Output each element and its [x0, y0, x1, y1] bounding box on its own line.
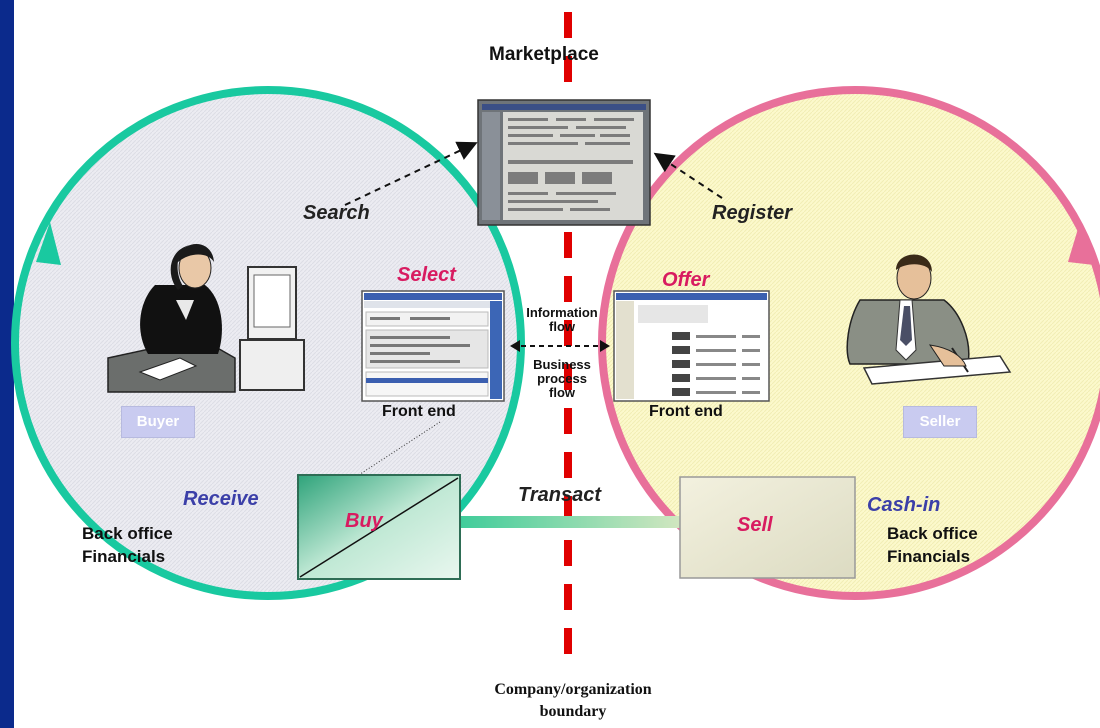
information-flow-arrowhead-right [600, 340, 610, 352]
receive-label: Receive [183, 488, 259, 510]
select-label: Select [397, 264, 456, 286]
seller-back-office-line-2: Financials [887, 547, 971, 566]
boundary-label-line-1: Company/organization [494, 681, 652, 698]
buy-box-diagonal [299, 477, 459, 578]
seller-back-office-label: Back office Financials [887, 522, 978, 568]
information-flow-line-1: Information [526, 305, 598, 320]
cash-in-label: Cash-in [867, 494, 941, 516]
seller-circle-arrowhead [1068, 222, 1094, 265]
seller-front-end-label: Front end [649, 403, 723, 420]
search-label: Search [303, 202, 370, 224]
sell-label: Sell [737, 514, 773, 536]
buyer-tag: Buyer [121, 406, 195, 438]
buyer-front-end-screen [361, 290, 505, 402]
information-flow-arrowhead-left [510, 340, 520, 352]
boundary-label-line-2: boundary [539, 703, 607, 720]
boundary-label: Company/organization boundary [448, 679, 698, 723]
seller-back-office-line-1: Back office [887, 524, 978, 543]
offer-label: Offer [662, 269, 710, 291]
buy-label: Buy [345, 510, 383, 532]
buyer-back-office-line-2: Financials [82, 547, 166, 566]
search-arrow [344, 141, 478, 206]
business-flow-line-3: flow [549, 385, 575, 400]
buyer-back-office-label: Back office Financials [82, 522, 173, 568]
transact-connector [458, 516, 684, 528]
marketplace-screen-icon [477, 99, 651, 226]
seller-person-illustration [846, 254, 1012, 385]
transact-label: Transact [518, 484, 602, 506]
information-flow-line-2: flow [549, 319, 575, 334]
business-process-flow-label: Business process flow [512, 358, 612, 400]
business-flow-line-2: process [537, 371, 587, 386]
buyer-back-office-line-1: Back office [82, 524, 173, 543]
seller-tag: Seller [903, 406, 977, 438]
sell-box [679, 476, 856, 579]
marketplace-title: Marketplace [489, 44, 599, 65]
seller-front-end-screen [613, 290, 770, 402]
information-flow-label: Information flow [512, 306, 612, 334]
buyer-circle-arrowhead [36, 222, 61, 265]
business-flow-line-1: Business [533, 357, 591, 372]
buyer-person-illustration [107, 243, 305, 393]
register-arrow [653, 152, 723, 199]
buyer-front-end-label: Front end [382, 403, 456, 420]
register-label: Register [712, 202, 793, 224]
